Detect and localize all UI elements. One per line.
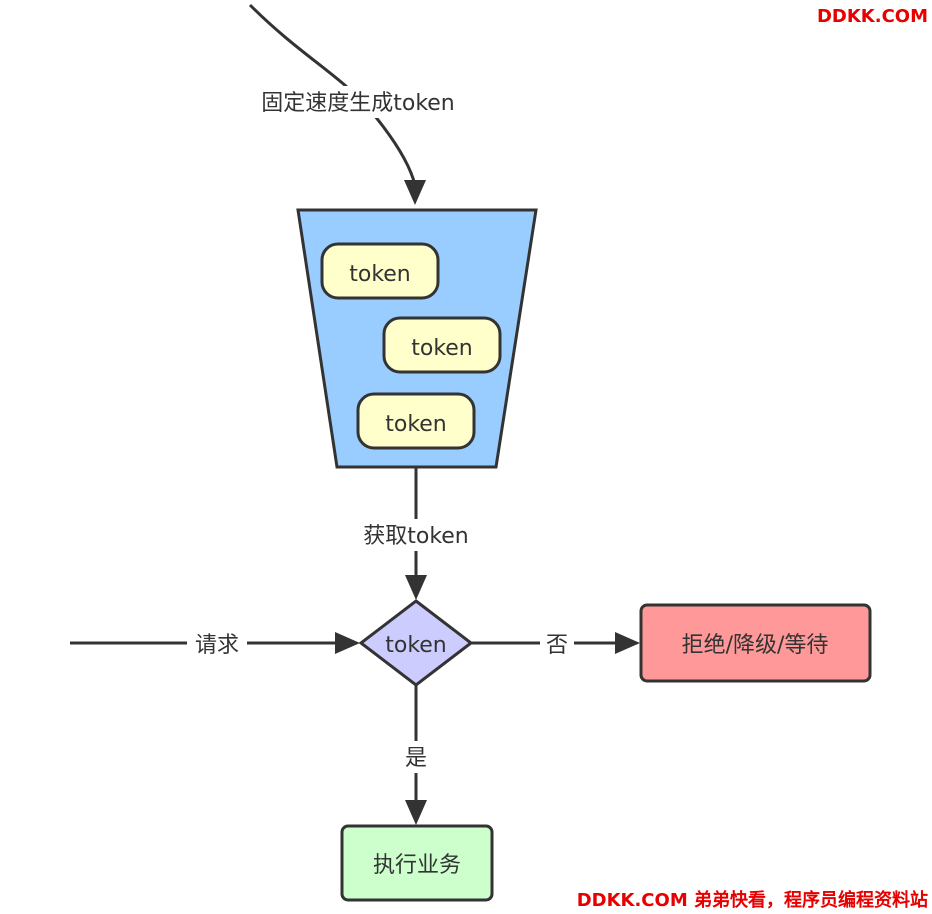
no-arrow-head: [615, 632, 640, 654]
decision-label: token: [385, 633, 447, 658]
yes-label-bg: [398, 741, 434, 773]
acquire-arrow-head: [405, 575, 427, 600]
request-label-bg: [187, 629, 247, 659]
svg-text:token: token: [385, 412, 447, 437]
no-label-bg: [540, 629, 574, 659]
token-chip: token: [382, 316, 502, 374]
token-chip: token: [320, 242, 440, 300]
generate-label: 固定速度生成token: [261, 91, 455, 116]
watermark-bottom: DDKK.COM 弟弟快看，程序员编程资料站: [576, 890, 928, 911]
generate-arrow-head: [404, 180, 426, 205]
request-arrow-head: [335, 632, 360, 654]
reject-box: [639, 603, 872, 683]
acquire-label-bg: [352, 519, 478, 551]
generate-label-bg: [244, 86, 474, 118]
request-label: 请求: [195, 633, 239, 658]
acquire-label: 获取token: [363, 524, 469, 549]
svg-text:token: token: [349, 262, 411, 287]
execute-label: 执行业务: [373, 853, 461, 878]
no-label: 否: [546, 633, 568, 658]
yes-arrow-head: [405, 800, 427, 825]
svg-text:token: token: [411, 336, 473, 361]
token-chip: token: [356, 392, 476, 450]
watermark-top: DDKK.COM: [816, 6, 928, 27]
execute-box: [340, 824, 494, 902]
yes-label: 是: [405, 746, 427, 771]
reject-label: 拒绝/降级/等待: [682, 633, 829, 658]
